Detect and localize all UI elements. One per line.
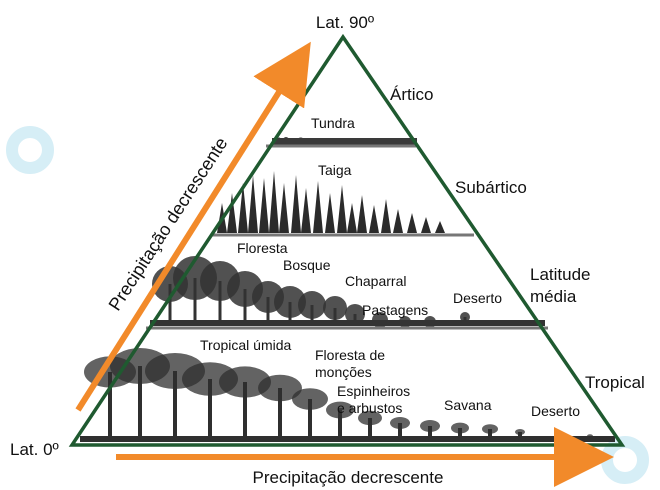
tundra-vegetation — [272, 137, 417, 146]
taiga-vegetation — [217, 171, 445, 233]
biome-espinheiros-line2: e arbustos — [337, 400, 402, 416]
diagonal-arrow — [75, 41, 311, 412]
zone-tropical: Tropical — [585, 373, 645, 392]
biome-deserto-mid: Deserto — [453, 290, 502, 306]
zone-mid-latitude-line2: média — [530, 287, 577, 306]
biome-floresta-moncoes-line1: Floresta de — [315, 347, 385, 363]
tropical-vegetation — [80, 348, 615, 442]
bottom-arrow-label: Precipitação decrescente — [253, 468, 444, 487]
apex-label: Lat. 90º — [316, 13, 374, 32]
biome-chaparral: Chaparral — [345, 273, 406, 289]
biome-deserto-tropical: Deserto — [531, 403, 580, 419]
biome-bosque: Bosque — [283, 257, 331, 273]
zone-subarctic: Subártico — [455, 178, 527, 197]
biome-pastagens: Pastagens — [362, 302, 428, 318]
biome-tundra: Tundra — [311, 115, 355, 131]
mid-latitude-vegetation — [150, 256, 545, 328]
background-decoration — [601, 436, 649, 484]
triangle-outline — [68, 33, 626, 447]
biome-espinheiros-line1: Espinheiros — [337, 383, 410, 399]
base-label: Lat. 0º — [10, 440, 59, 459]
background-decoration — [6, 126, 54, 174]
biome-floresta: Floresta — [237, 240, 288, 256]
biome-floresta-moncoes-line2: monções — [315, 364, 372, 380]
zone-mid-latitude-line1: Latitude — [530, 265, 591, 284]
biome-savana: Savana — [444, 397, 492, 413]
biome-taiga: Taiga — [318, 162, 352, 178]
biome-tropical-umida: Tropical úmida — [200, 337, 292, 353]
zone-arctic: Ártico — [390, 85, 433, 104]
